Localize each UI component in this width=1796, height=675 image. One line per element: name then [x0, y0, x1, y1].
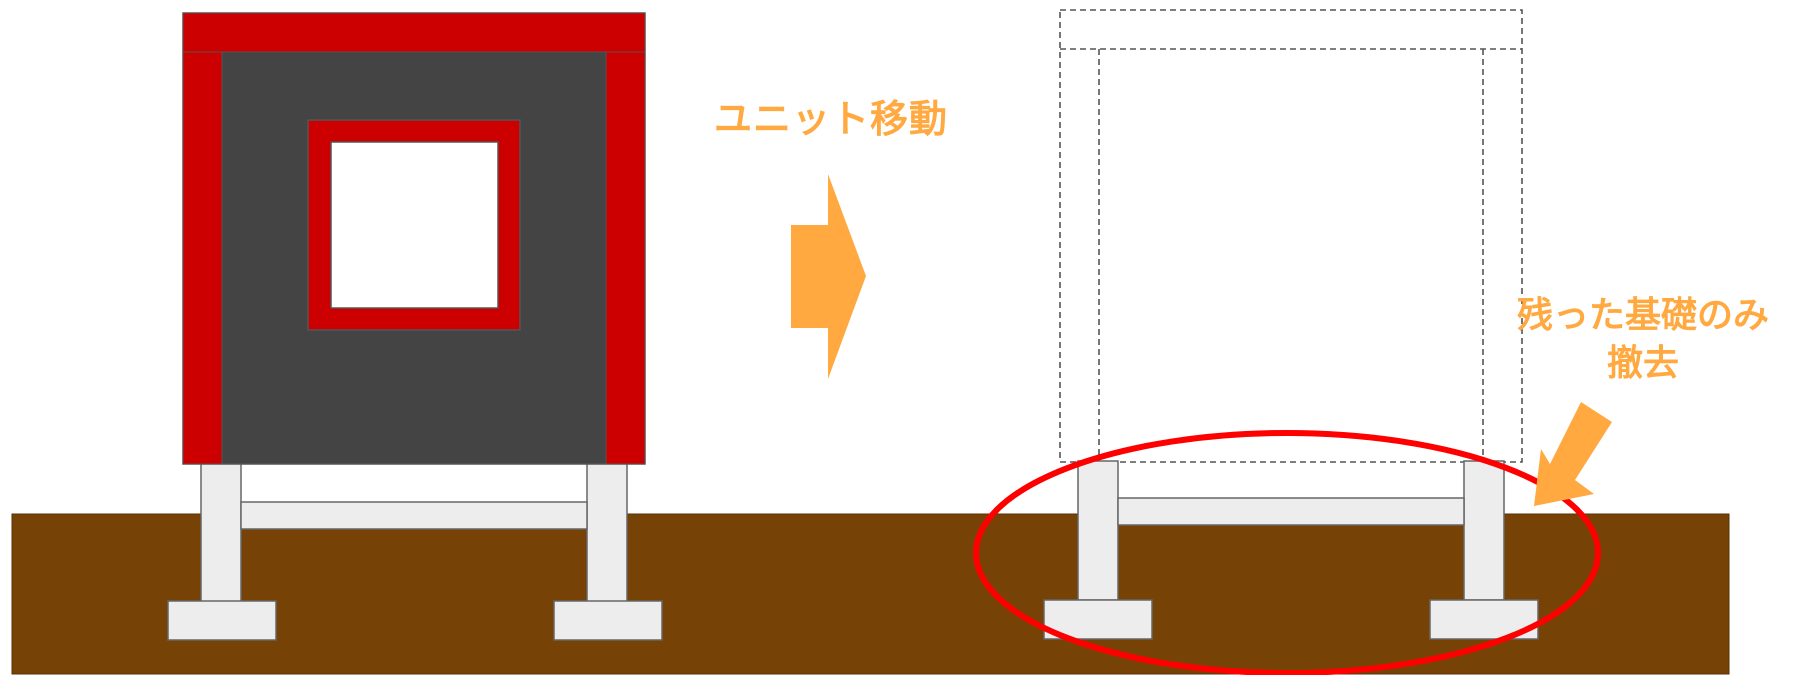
left-unit-with-foundation: [167, 12, 663, 641]
left-foundation-post-right: [586, 462, 628, 604]
unit-window-pane: [330, 141, 499, 309]
ground: [11, 513, 1730, 675]
unit-right-column: [605, 51, 646, 465]
right-foundation-post-left: [1077, 460, 1119, 601]
outline-unit-body: [1059, 9, 1523, 463]
right-foundation-tie-beam: [1117, 497, 1465, 526]
left-foundation-tie-beam: [240, 501, 588, 530]
unit-left-column: [182, 51, 223, 465]
remove-foundation-label: 残った基礎のみ 撤去: [1490, 292, 1796, 388]
right-foundation-post-right: [1463, 460, 1505, 601]
left-footing-right: [553, 600, 663, 641]
down-left-arrow-icon: [1534, 402, 1612, 506]
right-footing-left: [1043, 599, 1153, 640]
highlight-ring: [973, 430, 1601, 675]
remove-label-line-2: 撤去: [1606, 343, 1679, 384]
left-footing-left: [167, 600, 277, 641]
unit-top-beam: [182, 12, 646, 53]
unit-move-label: ユニット移動: [714, 97, 949, 141]
left-foundation-post-left: [200, 462, 242, 604]
right-arrow-icon: [791, 174, 866, 379]
moved-unit-outline: [1059, 9, 1523, 463]
remove-label-line-1: 残った基礎のみ: [1516, 295, 1769, 336]
remaining-foundation: [1043, 460, 1539, 640]
